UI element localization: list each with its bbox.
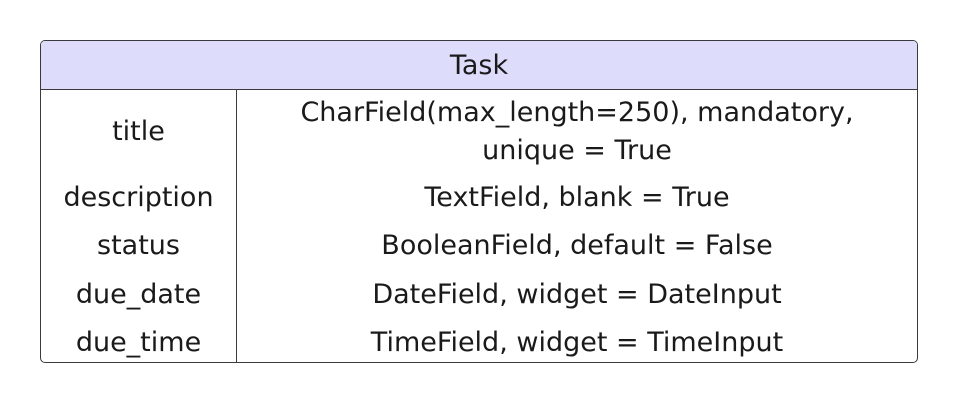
entity-body: title description status due_date due_ti…	[41, 90, 917, 362]
field-name-status: status	[97, 230, 180, 261]
field-type-status: BooleanField, default = False	[381, 230, 773, 261]
field-name-due-time: due_time	[75, 327, 202, 358]
field-type-column: CharField(max_length=250), mandatory, un…	[237, 90, 917, 362]
entity-box-task: Task title description status due_date d…	[40, 40, 918, 363]
field-type-due-date: DateField, widget = DateInput	[372, 279, 782, 310]
field-name-description: description	[63, 182, 214, 213]
field-type-title: CharField(max_length=250), mandatory, un…	[237, 92, 917, 172]
field-name-due-date: due_date	[75, 279, 202, 310]
field-name-column: title description status due_date due_ti…	[41, 90, 237, 362]
field-type-description: TextField, blank = True	[424, 182, 730, 213]
entity-header: Task	[41, 41, 917, 90]
field-type-due-time: TimeField, widget = TimeInput	[370, 327, 784, 358]
entity-title: Task	[449, 49, 509, 81]
field-name-title: title	[112, 116, 165, 147]
field-type-title-text: CharField(max_length=250), mandatory, un…	[300, 97, 854, 166]
